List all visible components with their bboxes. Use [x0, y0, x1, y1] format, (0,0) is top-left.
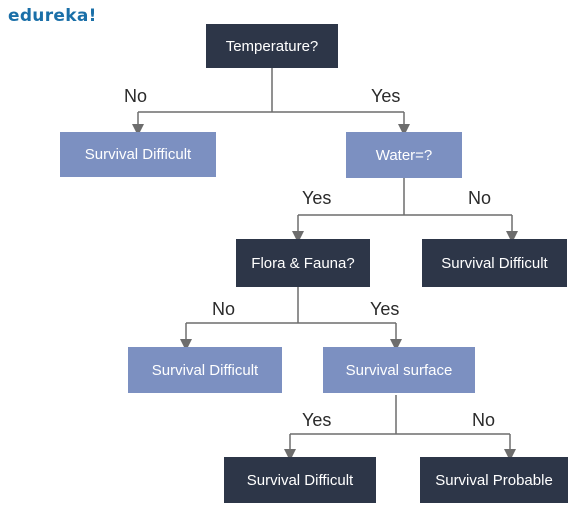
node-survival-difficult-2: Survival Difficult — [422, 239, 567, 287]
node-survival-surface: Survival surface — [323, 347, 475, 393]
node-survival-difficult-4: Survival Difficult — [224, 457, 376, 503]
edge-label-surface-no: No — [472, 410, 496, 430]
edureka-logo: edureka! — [8, 6, 97, 26]
edge-label-water-no: No — [468, 188, 492, 208]
node-water: Water=? — [346, 132, 462, 178]
connector-temperature — [138, 68, 404, 113]
connector-flora — [186, 287, 396, 324]
node-temperature: Temperature? — [206, 24, 338, 68]
edge-label-water-yes: Yes — [302, 188, 332, 208]
node-survival-difficult-1: Survival Difficult — [60, 132, 216, 177]
connector-water — [298, 178, 512, 216]
edge-label-flora-no: No — [212, 299, 236, 319]
node-survival-probable: Survival Probable — [420, 457, 568, 503]
edge-label-flora-yes: Yes — [370, 299, 400, 319]
edge-label-temperature-no: No — [124, 86, 148, 106]
node-survival-difficult-3: Survival Difficult — [128, 347, 282, 393]
node-flora-fauna: Flora & Fauna? — [236, 239, 370, 287]
connector-surface — [290, 395, 510, 435]
edge-label-temperature-yes: Yes — [371, 86, 401, 106]
edge-label-surface-yes: Yes — [302, 410, 332, 430]
